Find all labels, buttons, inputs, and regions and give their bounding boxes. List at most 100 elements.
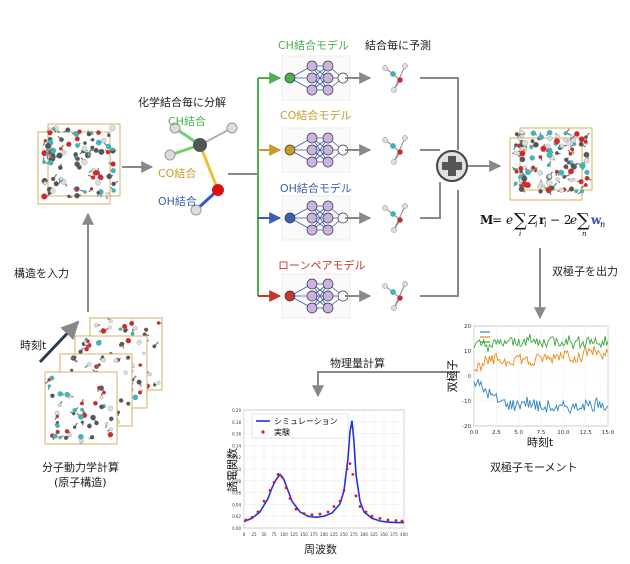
exp-point [348,462,352,466]
y-tick-label: 0.00 [232,526,241,531]
y-tick-label: 10 [464,349,471,355]
svg-text:Z: Z [527,213,537,227]
legend-exp-label: 実験 [274,427,290,437]
oh-bond-label: OH結合 [158,195,197,208]
x-tick-label: 125 [290,532,298,537]
oh-neural-network [281,195,351,241]
property-calc-label: 物理量計算 [330,357,385,370]
y-tick-label: 20 [464,324,471,330]
exp-point [358,505,362,508]
y-tick-label: -20 [462,424,471,430]
co-model-label: CO結合モデル [280,109,352,122]
spectrum-legend [251,413,349,439]
exp-point [351,472,355,476]
lp-model-label: ローンペアモデル [278,259,366,272]
exp-point [310,513,314,516]
co-neural-network [281,127,351,173]
x-tick-label: 25 [251,532,257,537]
svg-text:∑: ∑ [514,210,527,231]
exp-point [338,499,342,503]
frequency-label: 周波数 [304,543,337,556]
svg-text:M: M [480,213,493,227]
svg-text:i: i [535,220,538,229]
y-tick-label: 0.10 [232,467,241,472]
x-tick-label: 275 [350,532,358,537]
y-tick-label: 0.18 [232,420,241,425]
exp-point [262,499,266,503]
x-tick-label: 200 [320,532,328,537]
exp-point [244,518,248,522]
exp-point [318,512,322,516]
series-line [473,345,609,373]
y-tick-label: 0.06 [232,491,241,496]
exp-point [284,486,288,490]
exp-point [332,505,336,508]
decompose-label: 化学結合毎に分解 [138,96,226,109]
legend-sim-label: シミュレーション [274,417,338,426]
x-tick-label: 150 [300,532,308,537]
x-tick-label: 75 [271,532,277,537]
x-tick-label: 0.0 [470,430,479,436]
exp-point [256,510,260,514]
svg-text:w: w [590,213,602,227]
x-tick-label: 0 [243,532,246,537]
atomic-structure-label: (原子構造) [54,476,107,489]
x-tick-label: 375 [390,532,398,537]
input-structure-label: 構造を入力 [14,267,69,280]
md-calc-label: 分子動力学計算 [42,461,119,474]
oh-model-label: OH結合モデル [280,182,352,195]
x-tick-label: 15.0 [602,430,615,436]
exp-point [345,467,349,471]
svg-text:∑: ∑ [577,210,590,231]
exp-point [276,472,280,476]
dipole-moment-label: 双極子モーメント [490,461,578,474]
svg-text:i: i [544,220,547,229]
y-tick-label: 0.04 [232,502,241,507]
y-tick-label: 0.08 [232,479,241,484]
md-snapshot-stack [44,317,163,445]
predict-label: 結合毎に予測 [365,39,431,52]
series-line [473,334,609,352]
exp-point [354,494,358,498]
arrow-to-spectrum [312,371,460,398]
svg-text:e: e [506,213,513,227]
exp-point [272,481,276,484]
spectrum-y-axis-label: 誘電関数 [226,448,239,492]
dipole-x-axis-label: 時刻t [527,435,554,449]
exp-point [364,510,368,514]
svg-text:n: n [600,220,605,229]
ch-neural-network [281,55,351,101]
dipole-output-label: 双極子を出力 [552,265,618,278]
exp-point [268,489,272,492]
svg-text:=: = [492,213,502,227]
y-tick-label: 0.14 [232,443,241,448]
x-tick-label: 400 [400,532,408,537]
exp-point [342,489,346,492]
y-tick-label: -10 [462,399,471,405]
x-tick-label: 12.5 [580,430,593,436]
series-line [473,378,609,414]
output-structure-box [509,127,593,201]
sum-plus-icon [436,150,468,182]
exp-point [288,497,292,500]
x-tick-label: 7.5 [537,430,546,436]
x-tick-label: 250 [340,532,348,537]
svg-text:− 2: − 2 [550,213,572,227]
svg-text:r: r [539,213,546,227]
exp-point [294,507,298,511]
exp-point [394,519,398,522]
bond-decomposition-molecule [164,122,238,216]
x-tick-label: 175 [310,532,318,537]
lp-neural-network [281,273,351,319]
x-tick-label: 100 [280,532,288,537]
y-tick-label: 0.16 [232,432,241,437]
co-bond-label: CO結合 [158,167,197,180]
svg-text:e: e [570,213,577,227]
dipole-y-axis-label: 双極子 [445,360,459,393]
input-structure-box [37,123,121,205]
x-tick-label: 5.0 [514,430,523,436]
exp-point [386,518,390,522]
svg-text:n: n [582,230,587,238]
